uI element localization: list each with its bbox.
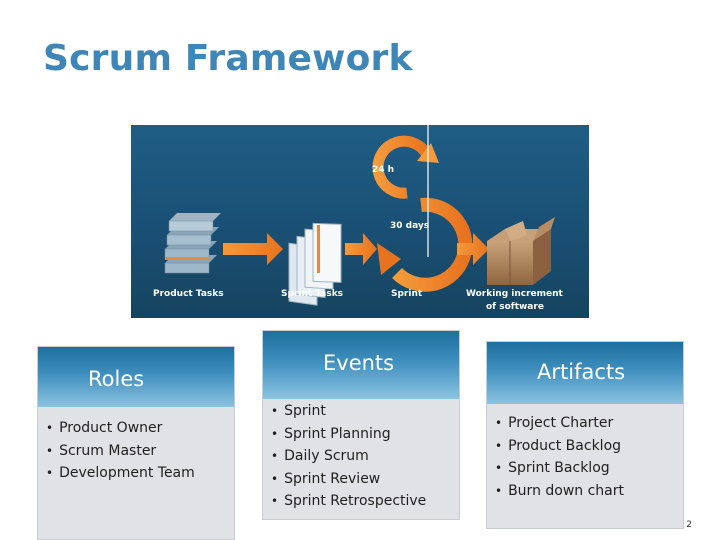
list-item: Development Team bbox=[46, 462, 195, 485]
list-item: Project Charter bbox=[495, 412, 624, 435]
list-item: Sprint Retrospective bbox=[271, 490, 426, 513]
slide-title: Scrum Framework bbox=[43, 38, 413, 79]
sprint-cycle-loop-icon bbox=[377, 197, 473, 292]
list-item: Product Backlog bbox=[495, 435, 624, 458]
arrow-to-sprint-icon bbox=[345, 233, 377, 265]
events-card-header: Events bbox=[263, 331, 459, 399]
list-item: Product Owner bbox=[46, 417, 195, 440]
working-increment-box-icon bbox=[487, 217, 555, 285]
cycle-24h-label: 24 h bbox=[372, 165, 395, 175]
list-item: Sprint bbox=[271, 400, 426, 423]
artifacts-heading: Artifacts bbox=[537, 360, 626, 384]
roles-card: Roles Product Owner Scrum Master Develop… bbox=[37, 346, 235, 540]
artifacts-list: Project Charter Product Backlog Sprint B… bbox=[495, 412, 624, 502]
list-item: Sprint Planning bbox=[271, 423, 426, 446]
working-increment-label-line2: of software bbox=[486, 302, 544, 312]
artifacts-card: Artifacts Project Charter Product Backlo… bbox=[486, 341, 684, 529]
roles-list: Product Owner Scrum Master Development T… bbox=[46, 417, 195, 485]
product-tasks-label: Product Tasks bbox=[153, 289, 224, 299]
events-heading: Events bbox=[323, 351, 395, 375]
list-item: Daily Scrum bbox=[271, 445, 426, 468]
roles-heading: Roles bbox=[88, 367, 145, 391]
cycle-30days-label: 30 days bbox=[390, 221, 430, 231]
product-tasks-stack-icon bbox=[164, 213, 221, 274]
sprint-label: Sprint bbox=[391, 289, 423, 299]
scrum-process-diagram: 24 h 30 days Product Tasks Sprint Tasks … bbox=[131, 125, 589, 318]
list-item: Sprint Backlog bbox=[495, 457, 624, 480]
sprint-tasks-label: Sprint Tasks bbox=[281, 289, 344, 299]
working-increment-label-line1: Working increment bbox=[466, 289, 563, 299]
arrow-to-increment-icon bbox=[457, 233, 489, 265]
list-item: Burn down chart bbox=[495, 480, 624, 503]
sprint-tasks-stack-icon bbox=[288, 222, 342, 306]
artifacts-card-header: Artifacts bbox=[487, 342, 683, 404]
list-item: Scrum Master bbox=[46, 440, 195, 463]
events-card: Events Sprint Sprint Planning Daily Scru… bbox=[262, 330, 460, 520]
process-illustration bbox=[164, 125, 555, 306]
events-list: Sprint Sprint Planning Daily Scrum Sprin… bbox=[271, 400, 426, 513]
page-number: 2 bbox=[686, 520, 692, 530]
roles-card-header: Roles bbox=[38, 347, 234, 407]
arrow-to-sprint-tasks-icon bbox=[223, 233, 283, 265]
list-item: Sprint Review bbox=[271, 468, 426, 491]
